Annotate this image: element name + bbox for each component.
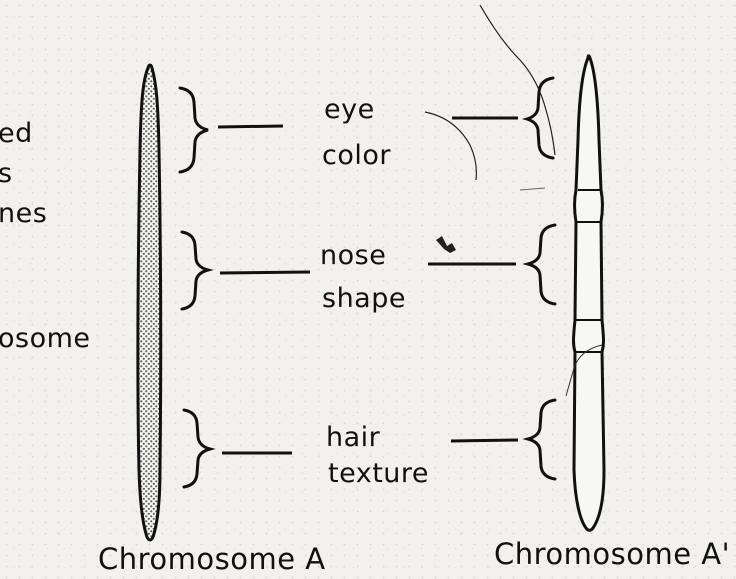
gene-label-nose-line1: nose [320, 242, 386, 269]
scan-line-artifact [520, 188, 545, 190]
caption-chromosome-a: Chromosome A [98, 545, 326, 574]
caption-chromosome-a-prime: Chromosome A' [494, 540, 730, 569]
brace-hair-right [528, 400, 555, 479]
gene-label-nose-line2: shape [322, 285, 406, 312]
connector-nose-left [220, 272, 310, 273]
brace-nose-left [182, 232, 208, 309]
connector-eye-left [218, 126, 283, 127]
gene-label-hair-line1: hair [326, 424, 380, 451]
connector-hair-right [451, 440, 518, 441]
brace-hair-left [184, 410, 210, 487]
gene-label-eye-line1: eye [324, 96, 375, 123]
brace-eye-right [527, 78, 553, 158]
chromosome-a-prime [574, 56, 605, 531]
gene-label-eye-line2: color [322, 142, 391, 169]
brace-eye-left [180, 88, 208, 172]
gene-label-hair-line2: texture [328, 460, 429, 487]
chromosome-a [138, 65, 161, 540]
brace-nose-right [528, 225, 555, 304]
ink-smudge [436, 236, 456, 253]
scan-hair-artifact-2 [425, 112, 476, 180]
